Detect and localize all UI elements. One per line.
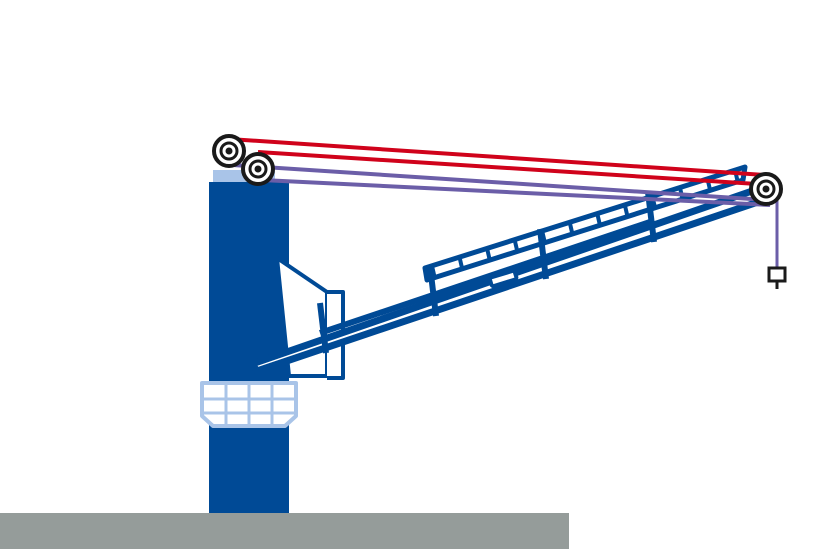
- hook-block: [767, 266, 787, 283]
- boom-railing-post: [457, 256, 465, 271]
- boom-section-rib: [427, 265, 439, 317]
- boom-section-rib: [537, 228, 549, 280]
- boom-railing-post: [567, 221, 575, 236]
- rope-red-lower: [257, 150, 773, 187]
- sheave-icon: [212, 134, 246, 168]
- sheaves: [212, 134, 783, 206]
- rope-purple-lower: [261, 178, 771, 207]
- boom-railing-post: [512, 239, 520, 254]
- hoist-ropes: [228, 137, 779, 268]
- boom-railing-post: [595, 213, 603, 228]
- rope-purple-upper: [232, 163, 767, 202]
- boom-railing-post: [485, 248, 493, 262]
- sheave-icon: [749, 172, 783, 206]
- boom: [248, 164, 774, 375]
- tower-platform: [200, 381, 298, 428]
- boom-railing-post: [622, 204, 630, 219]
- hook-icon: [767, 266, 787, 289]
- boom-section-ribs: [317, 191, 657, 354]
- ground-slab: [0, 513, 569, 549]
- boom-lower-chord: [319, 219, 651, 336]
- boom-section-rib: [317, 302, 329, 354]
- tower-column: [209, 182, 289, 513]
- boom-inspection-hatch: [487, 268, 519, 289]
- sheave-icon: [241, 152, 275, 186]
- rope-red-upper: [228, 137, 766, 177]
